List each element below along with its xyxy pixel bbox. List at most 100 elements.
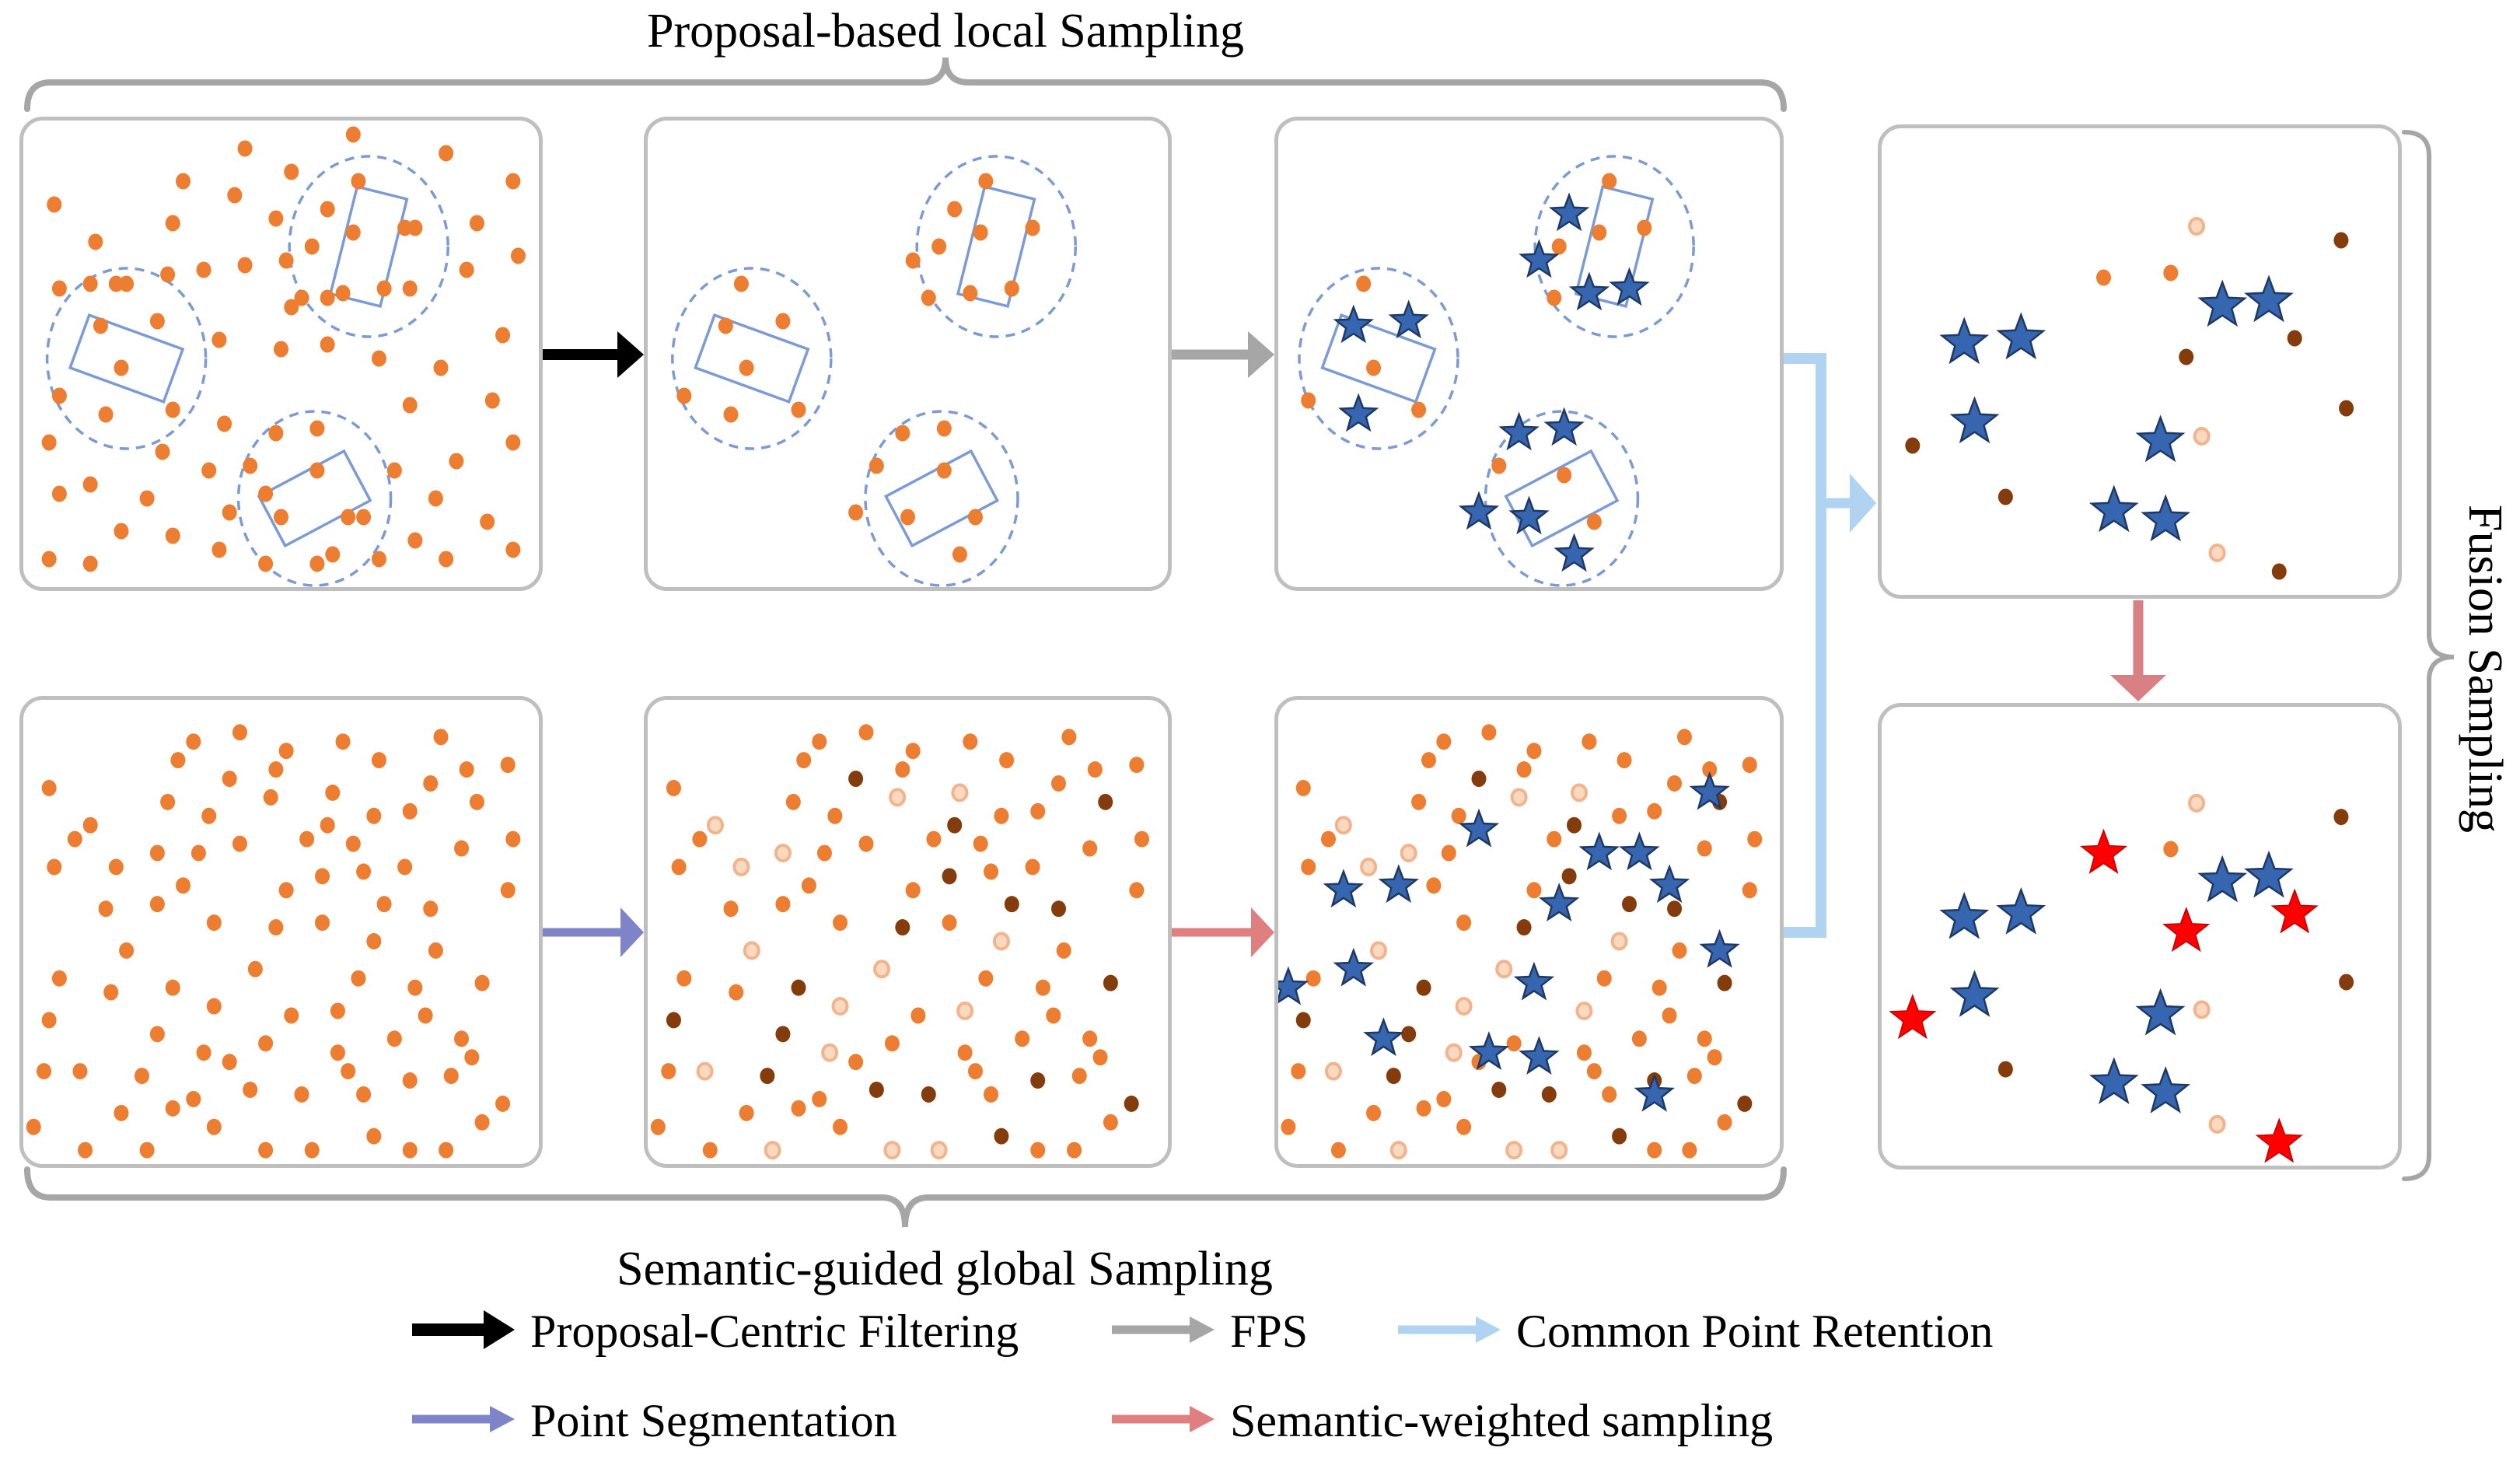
title-fusion-sampling: Fusion Sampling: [2459, 504, 2511, 833]
orange-point: [1547, 830, 1562, 848]
orange-point: [330, 1044, 345, 1061]
panel-semantic-weighted-sampled-points-layer: [1278, 724, 1763, 1160]
orange-point: [284, 163, 299, 180]
orange-point: [1481, 724, 1497, 741]
orange-point: [775, 313, 791, 330]
peach-point: [821, 1043, 839, 1062]
orange-point: [1134, 830, 1150, 848]
brown-point: [1737, 1095, 1753, 1112]
brown-point: [1667, 900, 1683, 918]
orange-point: [1697, 840, 1712, 857]
orange-point: [1596, 970, 1612, 987]
brown-point: [775, 1026, 791, 1043]
peach-point: [706, 816, 724, 835]
peach-point: [1550, 1141, 1568, 1160]
legend-item-fps: FPS: [1110, 1304, 1308, 1358]
orange-point: [1295, 779, 1311, 796]
brown-point: [1541, 1086, 1557, 1103]
orange-point: [232, 724, 247, 741]
orange-point: [1441, 844, 1456, 862]
orange-point: [227, 187, 243, 204]
orange-point: [812, 733, 827, 750]
orange-point: [268, 210, 284, 227]
orange-point: [469, 793, 484, 810]
orange-point: [325, 784, 341, 801]
orange-point: [309, 555, 325, 572]
orange-point: [139, 490, 155, 507]
orange-point: [994, 807, 1009, 824]
orange-point: [278, 252, 294, 269]
orange-point: [816, 844, 832, 862]
orange-point: [114, 359, 129, 376]
blue-star-point: [1338, 393, 1379, 432]
orange-point: [155, 443, 170, 460]
orange-point: [98, 900, 114, 918]
orange-point: [1631, 1030, 1647, 1047]
orange-point: [1592, 224, 1607, 241]
orange-point: [1103, 1114, 1118, 1131]
orange-point: [407, 219, 423, 236]
orange-point: [1051, 774, 1067, 792]
orange-point: [428, 490, 443, 507]
orange-point: [957, 1044, 973, 1061]
orange-point: [1129, 757, 1145, 774]
blue-star-point: [2197, 279, 2248, 327]
orange-point: [258, 1035, 274, 1052]
orange-point: [454, 1030, 470, 1047]
orange-point: [936, 462, 952, 479]
orange-point: [1662, 1007, 1677, 1024]
peach-point: [732, 857, 750, 876]
orange-point: [1702, 761, 1718, 778]
orange-point: [495, 1095, 511, 1112]
legend-label: Semantic-weighted sampling: [1230, 1395, 1774, 1446]
peach-point: [2208, 544, 2226, 562]
orange-point: [386, 462, 402, 479]
orange-point: [376, 896, 392, 913]
blue-star-point: [1333, 304, 1374, 344]
orange-point: [47, 858, 62, 876]
orange-point: [973, 835, 988, 852]
proposal-box: [883, 449, 999, 548]
orange-point: [196, 1044, 211, 1061]
common-point-retention-connector: [1784, 353, 1826, 938]
proposal-box: [1574, 185, 1655, 308]
orange-point: [1516, 761, 1532, 778]
orange-point: [858, 835, 874, 852]
proposal-box: [328, 185, 409, 308]
legend-arrow-head: [1476, 1316, 1501, 1343]
orange-point: [459, 261, 474, 278]
orange-point: [1330, 1142, 1346, 1159]
orange-point: [72, 1063, 88, 1080]
orange-point: [222, 1054, 237, 1071]
brown-point: [848, 770, 864, 787]
orange-point: [775, 896, 791, 913]
panel-fusion-common-points-points-layer: [1905, 217, 2354, 580]
orange-point: [500, 757, 516, 774]
brown-point: [942, 868, 957, 885]
blue-star-point: [1949, 970, 2000, 1017]
brown-point: [2333, 809, 2349, 826]
orange-point: [947, 201, 963, 218]
orange-point: [505, 173, 521, 190]
orange-point: [190, 844, 206, 862]
brown-point: [1416, 979, 1431, 996]
orange-point: [232, 835, 247, 852]
orange-point: [984, 1086, 999, 1103]
bottom-brace: [24, 1166, 1787, 1228]
orange-point: [812, 1090, 827, 1107]
brown-point: [2339, 400, 2354, 417]
orange-point: [1667, 774, 1683, 792]
brown-point: [1401, 1026, 1417, 1043]
orange-point: [739, 1104, 754, 1121]
orange-point: [294, 1086, 309, 1103]
blue-star-point: [1278, 966, 1309, 1005]
orange-point: [1582, 733, 1597, 750]
brown-point: [1567, 816, 1582, 834]
blue-star-point: [1548, 192, 1590, 232]
blue-star-point: [1634, 1072, 1675, 1112]
panel-semantic-weighted-sampled: [1274, 696, 1784, 1168]
orange-point: [785, 793, 801, 810]
proposal-box: [1320, 313, 1437, 404]
orange-point: [243, 457, 258, 474]
orange-point: [320, 201, 335, 218]
